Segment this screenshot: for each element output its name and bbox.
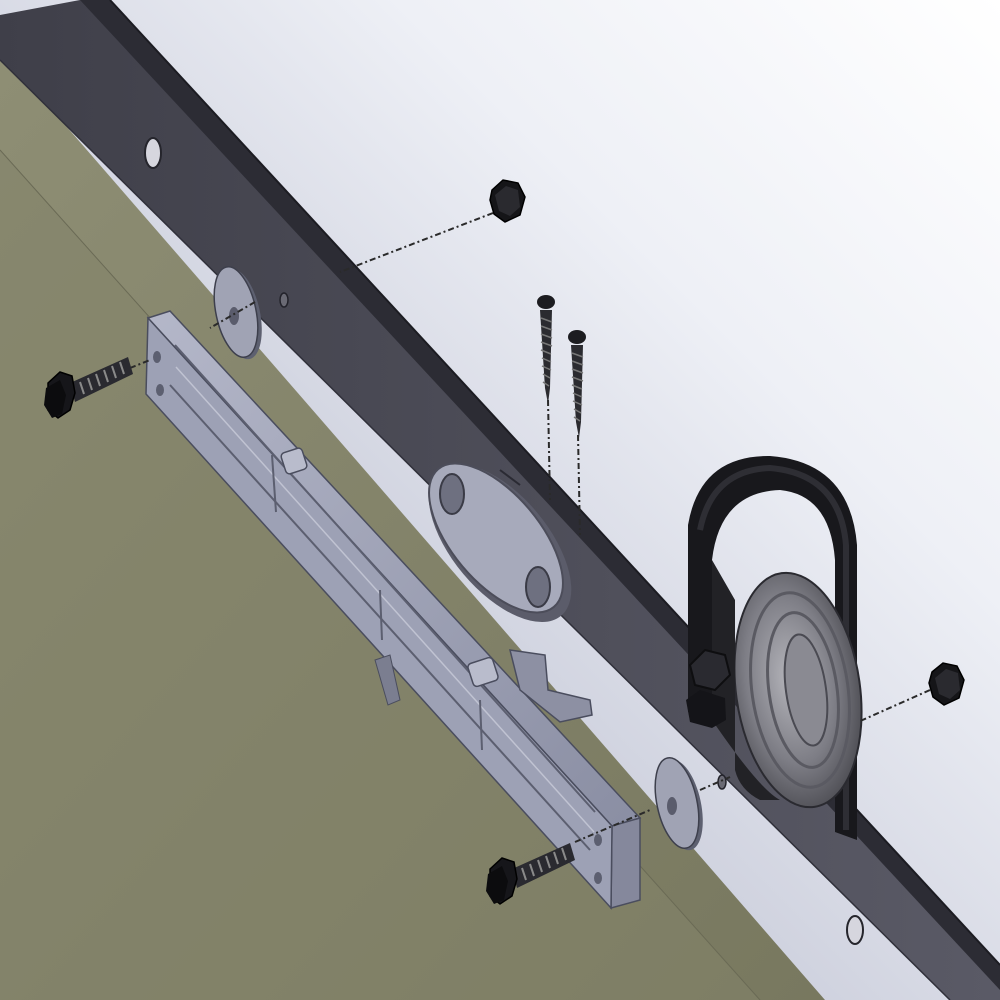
roller-wheel-hanger — [686, 455, 863, 840]
rail-hole — [846, 915, 864, 945]
guide-clip — [280, 447, 308, 475]
cap-nut-icon — [489, 179, 526, 223]
rail-hole — [144, 137, 162, 169]
hex-bolt-icon — [44, 357, 133, 419]
rail-bolt-hole — [279, 292, 289, 308]
axle-hex-head — [688, 648, 732, 692]
wood-screw-icon — [537, 295, 555, 404]
spacer-washer — [213, 266, 262, 360]
guide-clip — [467, 656, 499, 688]
guide-bracket — [509, 649, 593, 723]
spacer-washer — [654, 757, 703, 851]
wood-screw-icon — [568, 330, 586, 438]
leader-lines — [129, 212, 931, 843]
oval-spacer-plate — [428, 462, 572, 623]
rail-bolt-hole — [717, 774, 727, 790]
floor-guide-channel — [145, 310, 642, 910]
cap-nut-icon — [928, 662, 965, 706]
hex-bolt-icon — [486, 843, 575, 905]
